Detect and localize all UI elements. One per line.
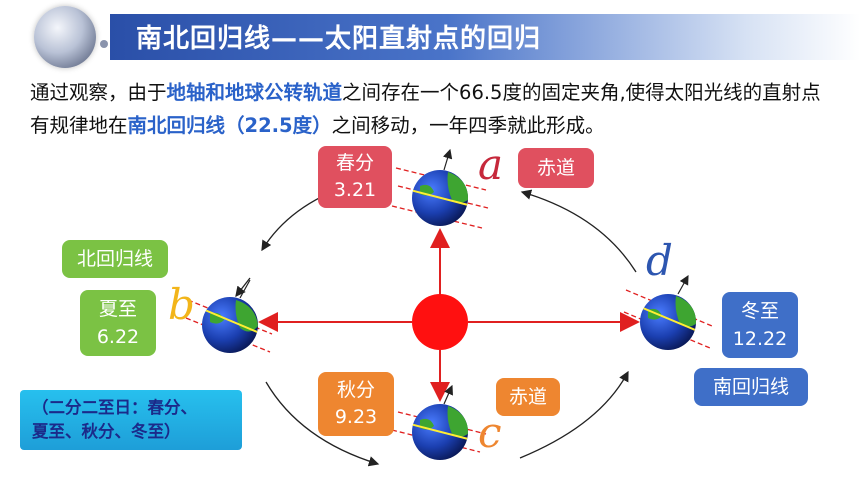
season-autumn-equinox: 秋分	[336, 379, 375, 401]
date-winter-solstice: 12.22	[732, 328, 788, 350]
letter-d: d	[646, 236, 673, 285]
label-spring-equinox: 春分 3.21	[318, 146, 392, 208]
page-title: 南北回归线——太阳直射点的回归	[136, 24, 542, 54]
sun-icon	[412, 294, 468, 350]
tag-tropic-of-cancer: 北回归线	[62, 240, 168, 278]
intro-highlight-2: 南北回归线（22.5度）	[127, 114, 332, 137]
orbit-arrow-b-tip	[235, 277, 251, 298]
earth-b-icon	[185, 279, 273, 353]
orbit-arrow-c-d	[519, 370, 629, 459]
label-winter-solstice: 冬至 12.22	[722, 292, 798, 358]
label-summer-solstice: 夏至 6.22	[80, 290, 156, 356]
earth-d-icon	[623, 274, 713, 350]
letter-a: a	[478, 140, 504, 189]
letter-b: b	[168, 280, 195, 329]
tag-tropic-of-capricorn: 南回归线	[694, 368, 808, 406]
summary-line-1: （二分二至日：春分、	[32, 398, 197, 417]
header-bar	[110, 14, 860, 60]
date-summer-solstice: 6.22	[96, 326, 140, 348]
intro-paragraph: 通过观察，由于地轴和地球公转轨道之间存在一个66.5度的固定夹角,使得太阳光线的…	[30, 76, 840, 142]
moon-decoration-icon	[34, 6, 96, 68]
date-spring-equinox: 3.21	[333, 179, 377, 201]
label-autumn-equinox: 秋分 9.23	[318, 372, 394, 436]
summary-line-2: 夏至、秋分、冬至）	[32, 422, 181, 441]
intro-text-2: 之间存在一个66.5度的固定夹角,使得太阳光线的直射点有规律地在	[30, 81, 821, 137]
season-spring-equinox: 春分	[335, 152, 374, 174]
season-winter-solstice: 冬至	[740, 300, 779, 322]
season-summer-solstice: 夏至	[98, 298, 137, 320]
tag-equator-c: 赤道	[496, 378, 560, 416]
orbit-arrow-b-c	[265, 381, 380, 467]
date-autumn-equinox: 9.23	[334, 406, 378, 428]
summary-box: （二分二至日：春分、 夏至、秋分、冬至）	[20, 390, 242, 450]
intro-text-1: 通过观察，由于	[30, 81, 167, 104]
tag-equator-a: 赤道	[518, 148, 594, 188]
earth-a-icon	[391, 148, 489, 229]
dot-decoration-icon	[100, 40, 108, 48]
orbit-arrow-d-a	[520, 189, 637, 273]
letter-c: c	[478, 408, 502, 457]
intro-highlight-1: 地轴和地球公转轨道	[166, 81, 343, 104]
intro-text-3: 之间移动，一年四季就此形成。	[331, 114, 605, 137]
earth-c-icon	[391, 384, 487, 460]
